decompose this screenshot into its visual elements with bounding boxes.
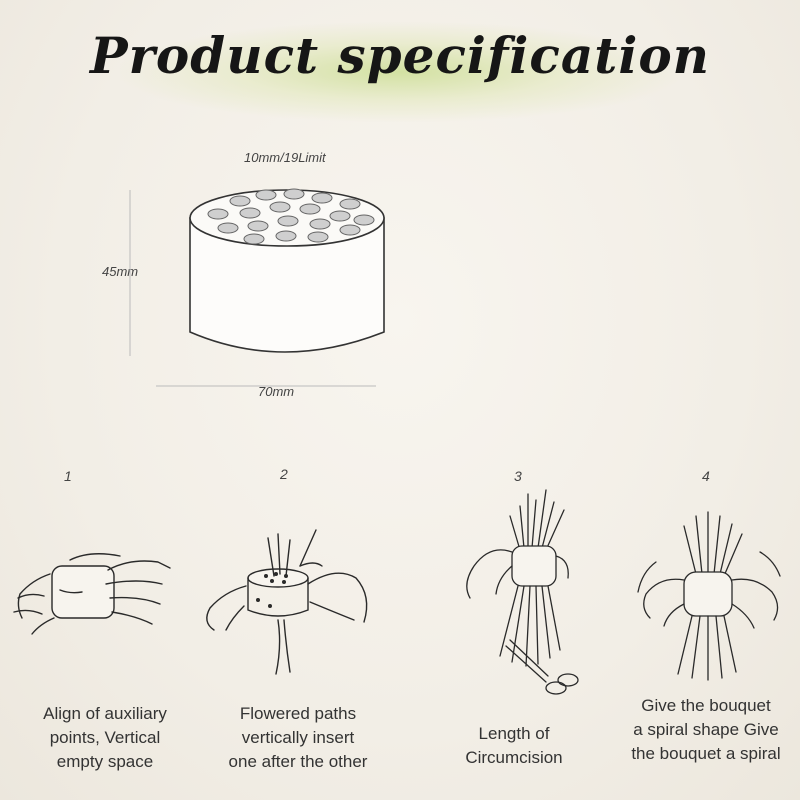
page-title: Product specification	[89, 26, 711, 85]
step-4-caption-line: the bouquet a spiral	[631, 744, 781, 763]
step-3-number: 3	[514, 468, 522, 484]
step-3-caption: Length of Circumcision	[444, 722, 584, 770]
step-1-illustration	[13, 553, 171, 635]
step-1-caption-line: points, Vertical	[49, 728, 161, 747]
spiral-holder-diagram	[129, 188, 385, 387]
width-label: 70mm	[258, 384, 295, 399]
hole-spec-label: 10mm/19Limit	[244, 150, 326, 165]
step-4-caption-line: Give the bouquet	[641, 696, 771, 715]
step-4-caption: Give the bouquet a spiral shape Give the…	[612, 694, 800, 766]
step-4-number: 4	[702, 468, 710, 484]
step-3-caption-line: Circumcision	[465, 748, 563, 767]
step-1-caption-line: empty space	[56, 752, 154, 771]
step-2-caption-line: vertically insert	[241, 728, 355, 747]
step-3-illustration	[466, 489, 579, 695]
step-2-caption-line: Flowered paths	[239, 704, 357, 723]
step-3-caption-line: Length of	[478, 724, 550, 743]
step-2-caption: Flowered paths vertically insert one aft…	[200, 702, 396, 774]
step-2-caption-line: one after the other	[228, 752, 368, 771]
step-1-number: 1	[64, 468, 72, 484]
step-1-caption-line: Align of auxiliary	[43, 704, 167, 723]
step-4-caption-line: a spiral shape Give	[633, 720, 779, 739]
step-4-illustration	[637, 511, 781, 681]
title-highlight	[120, 22, 680, 122]
step-1-caption: Align of auxiliary points, Vertical empt…	[10, 702, 200, 774]
height-label: 45mm	[102, 264, 139, 279]
step-2-number: 2	[280, 466, 288, 482]
step-2-illustration	[206, 529, 368, 675]
